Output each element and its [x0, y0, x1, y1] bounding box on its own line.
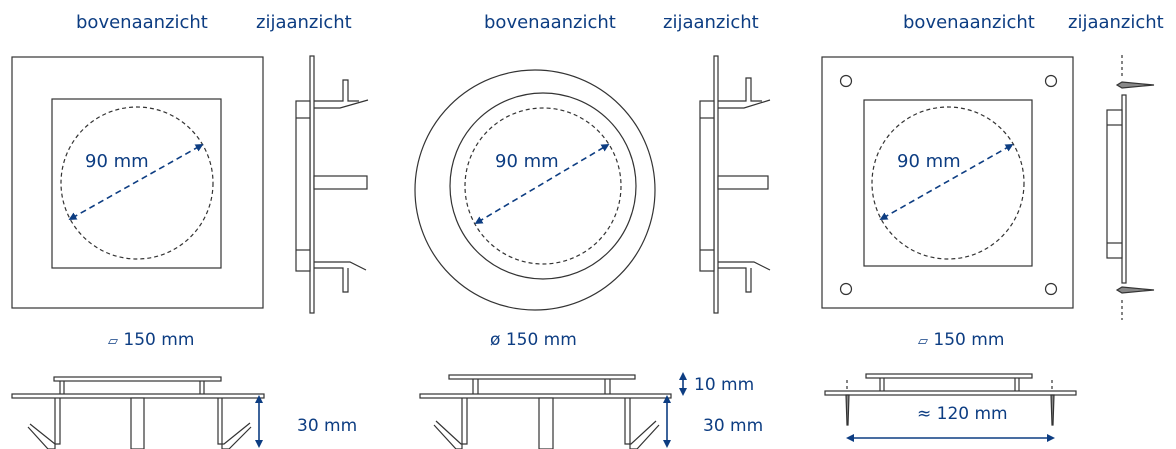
diameter-arrow-2 — [474, 143, 610, 225]
inner-diameter-label-1: 90 mm — [85, 151, 149, 172]
diameter-arrow-3 — [879, 144, 1014, 220]
header-top-view-3: bovenaanzicht — [903, 12, 1035, 33]
screw-hole-tr — [1044, 74, 1058, 88]
span-label-120: ≈ 120 mm — [917, 404, 1008, 424]
diameter-arrow-1 — [68, 144, 204, 220]
side-view-1 — [295, 55, 369, 314]
size-label-1: ⏥ 150 mm — [108, 332, 194, 349]
header-side-view-3: zijaanzicht — [1068, 12, 1164, 33]
round-inner-opening — [449, 92, 637, 280]
height-label-30-2: 30 mm — [703, 416, 764, 436]
header-side-view-1: zijaanzicht — [256, 12, 352, 33]
front-view-3 — [824, 373, 1077, 426]
square-outer-plate-1 — [11, 56, 264, 309]
size-label-2: ø 150 mm — [490, 332, 577, 349]
height-label-30-1: 30 mm — [297, 416, 358, 436]
height-label-10: 10 mm — [694, 375, 755, 395]
header-top-view-2: bovenaanzicht — [484, 12, 616, 33]
size-label-3: ⏥ 150 mm — [918, 332, 1004, 349]
round-outer-plate — [414, 69, 656, 311]
screw-hole-bl — [839, 282, 853, 296]
dashed-circle-2 — [464, 107, 622, 265]
side-view-3 — [1106, 55, 1155, 320]
diameter-symbol-icon: ø — [490, 330, 501, 350]
dashed-circle-1 — [60, 106, 214, 260]
side-view-2 — [699, 55, 771, 314]
dashed-circle-3 — [871, 106, 1025, 260]
size-value-3: 150 mm — [933, 330, 1005, 350]
square-size-icon: ⏥ — [108, 334, 118, 349]
header-top-view-1: bovenaanzicht — [76, 12, 208, 33]
size-value-2: 150 mm — [505, 330, 577, 350]
square-outer-plate-3 — [821, 56, 1074, 309]
screw-hole-tl — [839, 74, 853, 88]
inner-diameter-label-3: 90 mm — [897, 151, 961, 172]
front-view-2 — [419, 374, 672, 449]
header-side-view-2: zijaanzicht — [663, 12, 759, 33]
size-value-1: 150 mm — [123, 330, 195, 350]
screw-hole-br — [1044, 282, 1058, 296]
square-inner-opening-3 — [863, 99, 1033, 267]
square-inner-opening-1 — [51, 98, 222, 269]
square-size-icon: ⏥ — [918, 334, 928, 349]
front-view-1 — [11, 376, 265, 449]
inner-diameter-label-2: 90 mm — [495, 151, 559, 172]
